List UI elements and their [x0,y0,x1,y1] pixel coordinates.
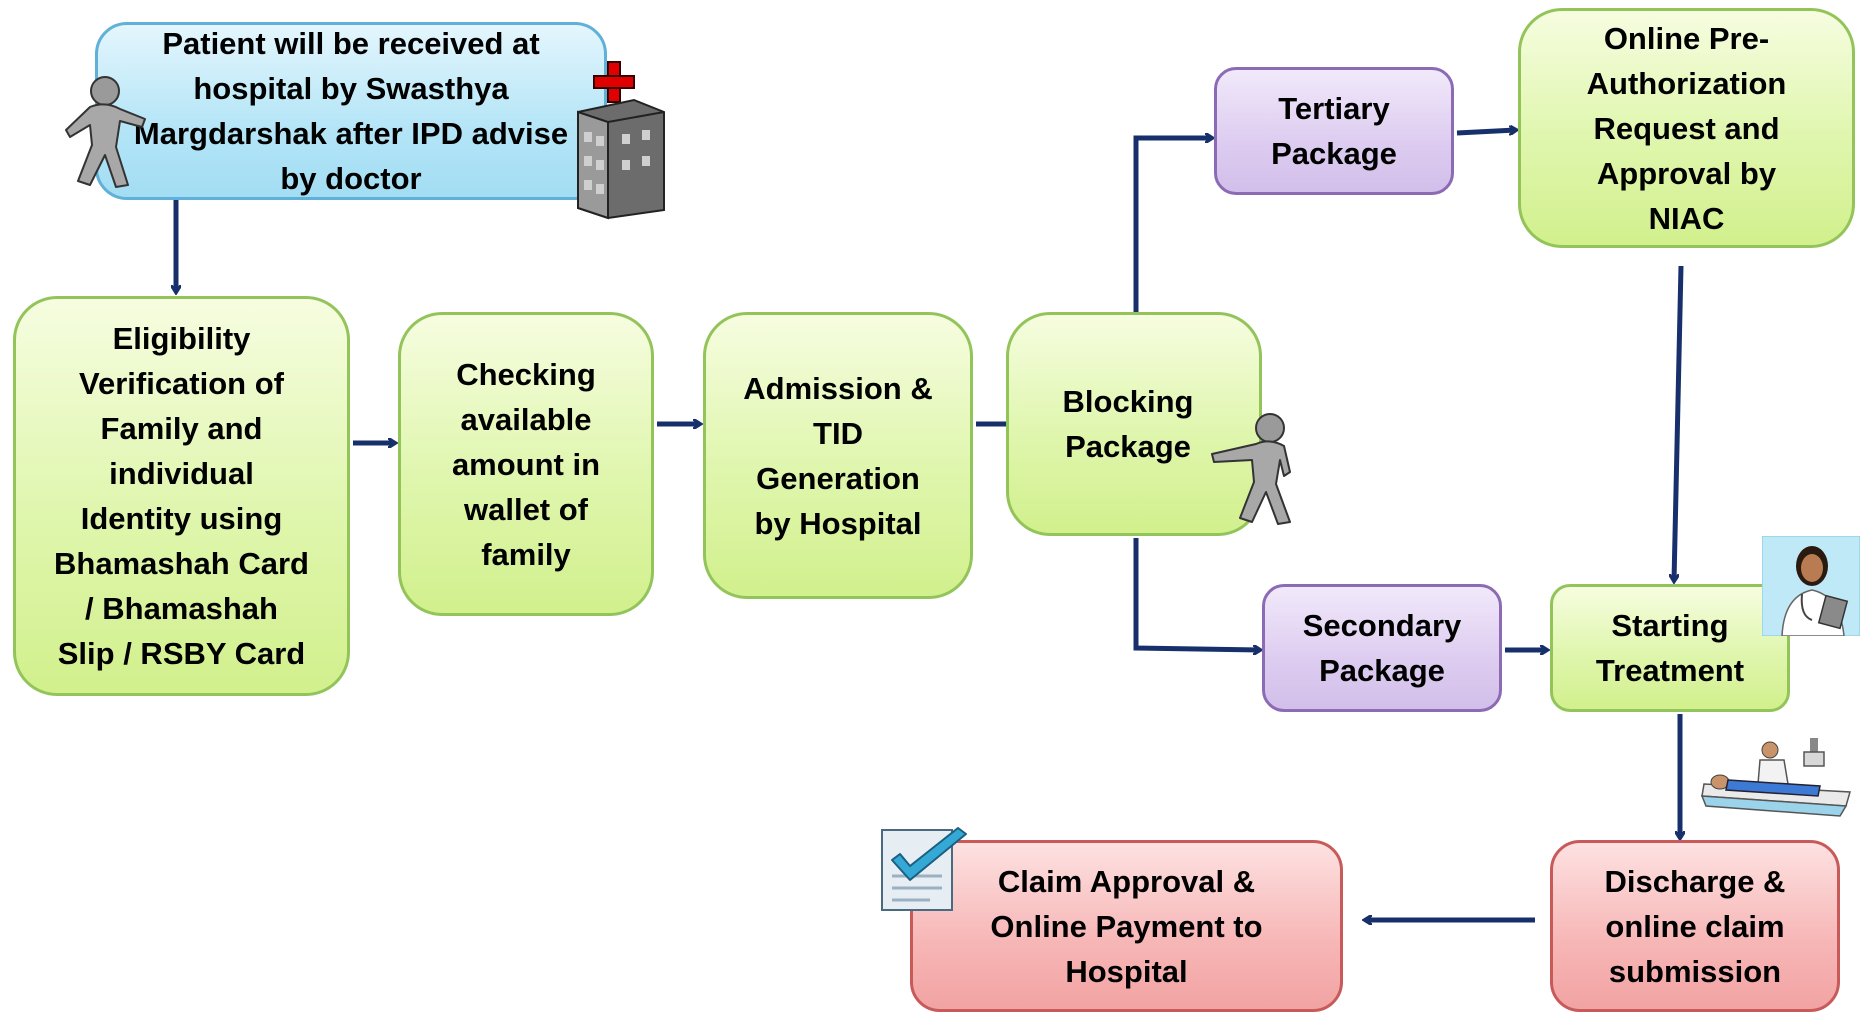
walking-person-pointing-icon [1211,413,1291,525]
node-patient-received: Patient will be received at hospital by … [95,22,607,200]
node-discharge-claim: Discharge & online claim submission [1550,840,1840,1012]
node-eligibility-verification: Eligibility Verification of Family and i… [13,296,350,696]
arrow-preauth-to-treatment [1674,265,1684,581]
node-secondary-package: Secondary Package [1262,584,1502,712]
doctor-icon [1762,536,1860,636]
node-blocking-package: Blocking Package [1006,312,1262,536]
walking-person-icon [65,76,146,188]
node-starting-treatment: Starting Treatment [1550,584,1790,712]
node-checking-wallet: Checking available amount in wallet of f… [398,312,654,616]
node-tertiary-package: Tertiary Package [1214,67,1454,195]
arrow-tertiary-to-preauth [1456,130,1516,136]
hospital-building-icon [577,61,665,220]
arrow-blocking-to-secondary [1133,538,1260,650]
arrow-blocking-to-tertiary [1133,138,1212,312]
node-claim-approval: Claim Approval & Online Payment to Hospi… [910,840,1343,1012]
checklist-icon [881,827,967,911]
patient-bed-icon [1700,738,1851,817]
node-admission-tid: Admission & TID Generation by Hospital [703,312,973,599]
node-pre-authorization: Online Pre- Authorization Request and Ap… [1518,8,1855,248]
